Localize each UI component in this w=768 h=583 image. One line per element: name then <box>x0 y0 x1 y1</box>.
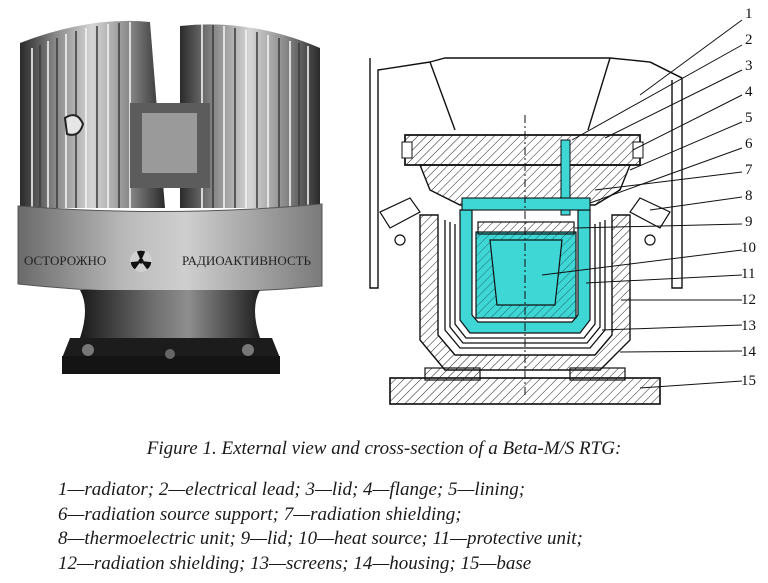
photo-base <box>62 290 280 374</box>
cross-section-diagram: 1 2 3 4 5 6 7 8 9 10 11 12 13 14 15 <box>369 6 757 405</box>
figure-area: ОСТОРОЖНО РАДИОАКТИВНОСТЬ <box>17 6 757 405</box>
radiation-trefoil-icon <box>130 250 152 272</box>
band-label-right: РАДИОАКТИВНОСТЬ <box>182 253 312 268</box>
callout-3: 3 <box>745 58 753 74</box>
figure-legend: 1—radiator; 2—electrical lead; 3—lid; 4—… <box>58 478 583 576</box>
callout-11: 11 <box>741 266 755 282</box>
base <box>389 367 661 405</box>
callout-10: 10 <box>741 240 756 256</box>
electrical-lead <box>560 139 571 216</box>
rtg-photo: ОСТОРОЖНО РАДИОАКТИВНОСТЬ <box>17 20 323 374</box>
callout-5: 5 <box>745 110 753 126</box>
callout-9: 9 <box>745 214 753 230</box>
legend-line: 12—radiation shielding; 13—screens; 14—h… <box>58 552 532 574</box>
figure-caption: Figure 1. External view and cross-sectio… <box>146 438 622 459</box>
callout-numbers: 1 2 3 4 5 6 7 8 9 10 11 12 13 14 15 <box>741 6 757 389</box>
callout-4: 4 <box>745 84 753 100</box>
side-brackets <box>379 197 671 246</box>
callout-1: 1 <box>745 6 753 22</box>
leader-lines <box>541 19 743 389</box>
warning-band: ОСТОРОЖНО РАДИОАКТИВНОСТЬ <box>17 203 323 294</box>
callout-2: 2 <box>745 32 753 48</box>
legend-line: 6—radiation source support; 7—radiation … <box>58 503 462 525</box>
callout-13: 13 <box>741 318 756 334</box>
lid-flange <box>401 134 644 166</box>
callout-7: 7 <box>745 162 753 178</box>
legend-line: 8—thermoelectric unit; 9—lid; 10—heat so… <box>58 528 583 549</box>
callout-6: 6 <box>745 136 753 152</box>
callout-14: 14 <box>741 344 757 360</box>
radiator-fins <box>20 20 320 209</box>
heat-source <box>475 231 577 319</box>
band-label-left: ОСТОРОЖНО <box>24 253 106 268</box>
callout-8: 8 <box>745 188 753 204</box>
callout-12: 12 <box>741 292 756 308</box>
inner-lid <box>477 221 575 235</box>
source-support <box>461 197 591 211</box>
legend-line: 1—radiator; 2—electrical lead; 3—lid; 4—… <box>58 479 526 500</box>
callout-15: 15 <box>741 373 756 389</box>
